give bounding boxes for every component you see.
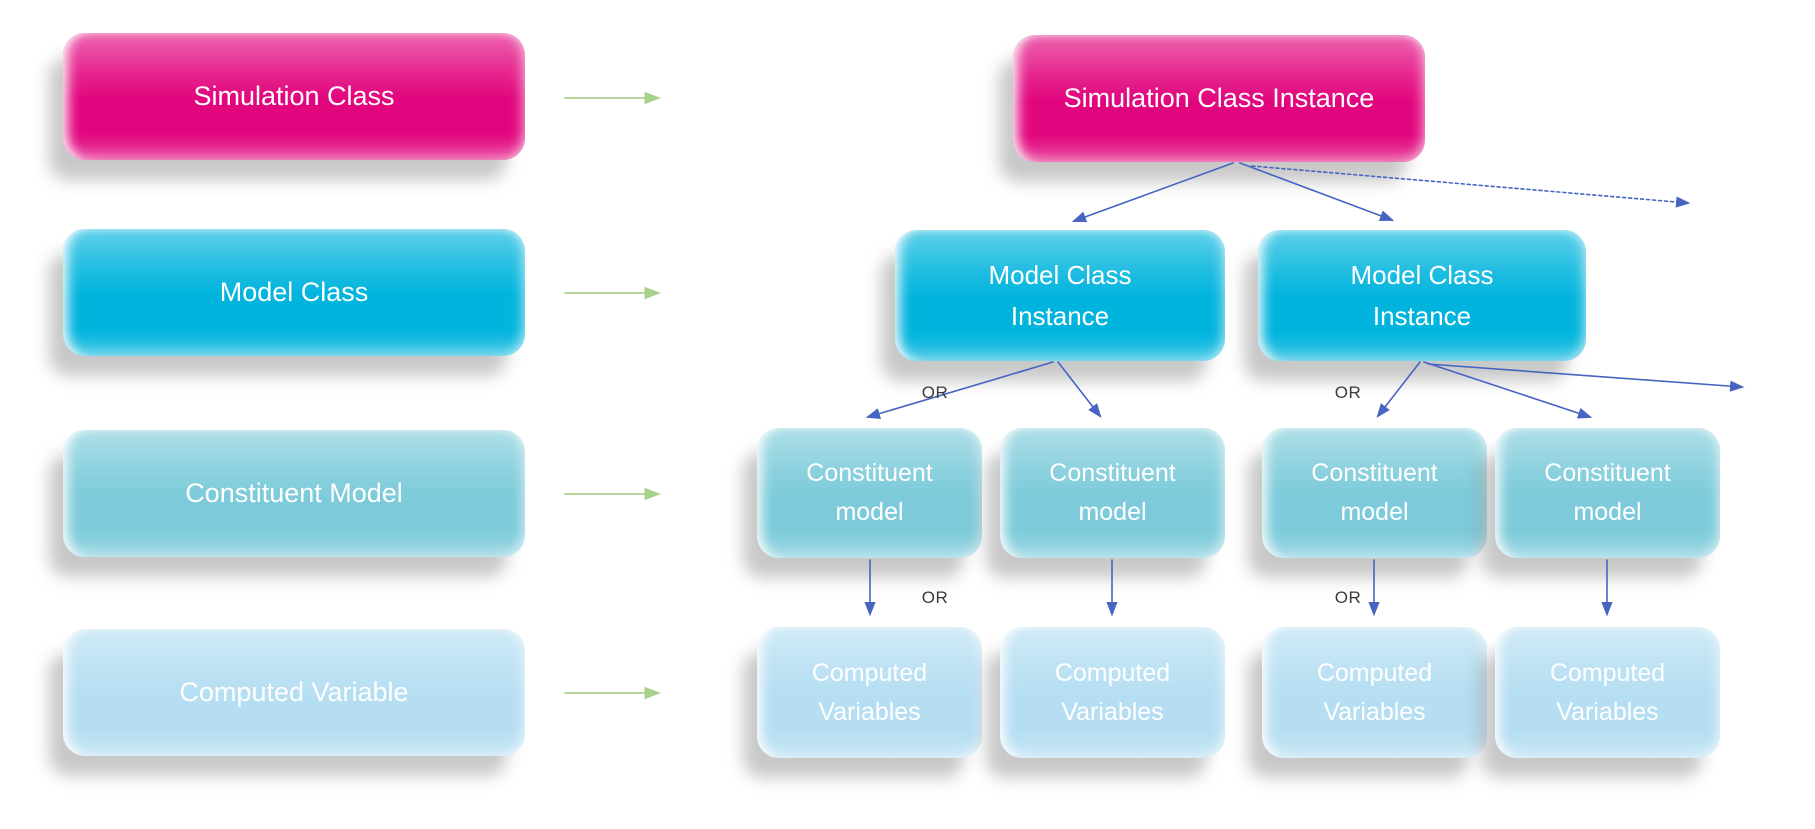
- class-box-simulation: Simulation Class: [63, 33, 525, 160]
- link-root-to-model-instance-2: [1239, 162, 1395, 222]
- class-box-simulation-label: Simulation Class: [193, 81, 395, 111]
- link-mi2-to-more: [1427, 363, 1745, 392]
- constituent-box-2-label: Constituent model: [1049, 459, 1176, 526]
- computed-box-1-label: Computed Variables: [811, 658, 928, 726]
- computed-box-3-label: Computed Variables: [1316, 658, 1433, 726]
- class-box-computed-label: Computed Variable: [179, 677, 409, 707]
- constituent-box-1-label: Constituent model: [806, 459, 933, 526]
- link-mi2-to-constituent-4: [1423, 361, 1593, 419]
- or-label-1: OR: [921, 383, 949, 402]
- or-label-2: OR: [1334, 383, 1362, 402]
- instance-box-root: Simulation Class Instance: [1013, 35, 1425, 162]
- class-box-constituent: Constituent Model: [63, 430, 525, 557]
- class-box-model-label: Model Class: [219, 277, 369, 307]
- or-label-4: OR: [1334, 588, 1362, 607]
- constituent-box-4: Constituent model: [1495, 428, 1720, 558]
- model-instance-box-1-label: Model Class Instance: [988, 260, 1132, 331]
- computed-box-1: Computed Variables: [757, 627, 982, 758]
- link-mi1-to-constituent-1: [865, 361, 1054, 419]
- link-mi2-to-constituent-3: [1376, 361, 1421, 418]
- computed-box-2: Computed Variables: [1000, 627, 1225, 758]
- computed-box-4-label: Computed Variables: [1549, 658, 1666, 726]
- computed-box-2-label: Computed Variables: [1054, 658, 1171, 726]
- link-root-to-model-instance-1: [1071, 162, 1234, 223]
- constituent-box-4-label: Constituent model: [1544, 459, 1671, 526]
- constituent-box-1: Constituent model: [757, 428, 982, 558]
- model-instance-box-1: Model Class Instance: [895, 230, 1225, 361]
- link-mi1-to-constituent-2: [1057, 361, 1102, 418]
- or-label-3: OR: [921, 588, 949, 607]
- class-box-model: Model Class: [63, 229, 525, 356]
- constituent-box-2: Constituent model: [1000, 428, 1225, 558]
- link-root-to-more-dashed: [1251, 165, 1691, 208]
- instance-box-root-label: Simulation Class Instance: [1063, 83, 1375, 113]
- constituent-box-3: Constituent model: [1262, 428, 1487, 558]
- class-box-constituent-label: Constituent Model: [185, 478, 403, 508]
- constituent-box-3-label: Constituent model: [1311, 459, 1438, 526]
- model-instance-box-2: Model Class Instance: [1258, 230, 1586, 361]
- model-instance-box-2-label: Model Class Instance: [1350, 260, 1494, 331]
- computed-box-3: Computed Variables: [1262, 627, 1487, 758]
- class-box-computed: Computed Variable: [63, 629, 525, 756]
- computed-box-4: Computed Variables: [1495, 627, 1720, 758]
